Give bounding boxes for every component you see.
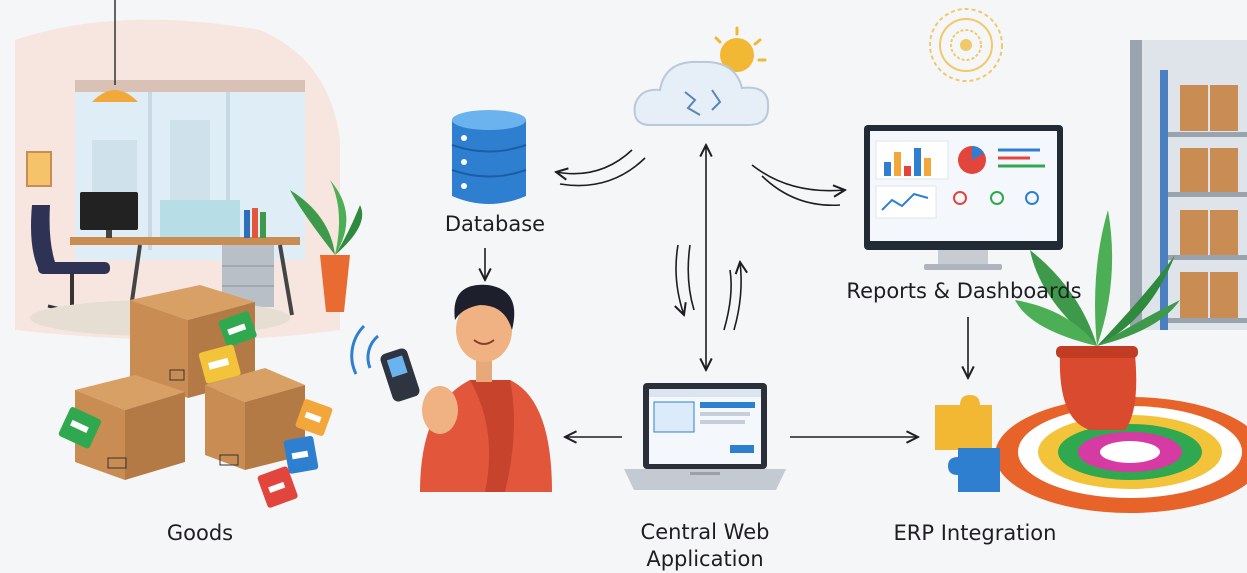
sun-icon	[714, 26, 767, 72]
cloud-icon	[633, 60, 770, 126]
arrow-cloud-to-reports-2	[761, 175, 841, 207]
price-tag-yellow	[198, 344, 241, 384]
goods-boxes	[58, 285, 333, 508]
arrow-sync-up	[733, 262, 741, 331]
database-label: Database	[444, 212, 546, 236]
barcode-scanner-icon	[350, 324, 420, 402]
box-left	[75, 375, 185, 480]
price-tag-blue	[283, 435, 319, 474]
arrow-sync-down-2	[687, 244, 695, 311]
laptop-icon	[624, 383, 786, 490]
arrow-cloud-to-database	[556, 149, 633, 174]
puzzle-icon	[935, 395, 1000, 492]
reports-label: Reports & Dashboards	[846, 279, 1082, 303]
potted-plant	[1015, 210, 1180, 430]
arrow-cloud-to-reports	[751, 164, 845, 191]
mandala-icon	[929, 8, 1003, 82]
central-app-label: Central Web Application	[640, 520, 770, 571]
database-icon	[451, 110, 527, 204]
price-tag-orange	[295, 399, 333, 436]
connector-arrows	[485, 145, 968, 437]
arrow-sync-down	[676, 244, 684, 315]
goods-label: Goods	[166, 521, 234, 545]
price-tag-red	[257, 466, 298, 508]
price-tag-green	[218, 311, 257, 347]
monitor-icon	[864, 125, 1063, 270]
arrow-sync-up-2	[723, 269, 732, 331]
warehouse-shelves	[1130, 40, 1247, 330]
rangoli	[995, 397, 1247, 513]
arrow-cloud-to-database-2	[559, 157, 646, 187]
warehouse-worker	[420, 284, 552, 492]
erp-label: ERP Integration	[893, 521, 1057, 545]
price-tag-green-2	[58, 407, 102, 449]
